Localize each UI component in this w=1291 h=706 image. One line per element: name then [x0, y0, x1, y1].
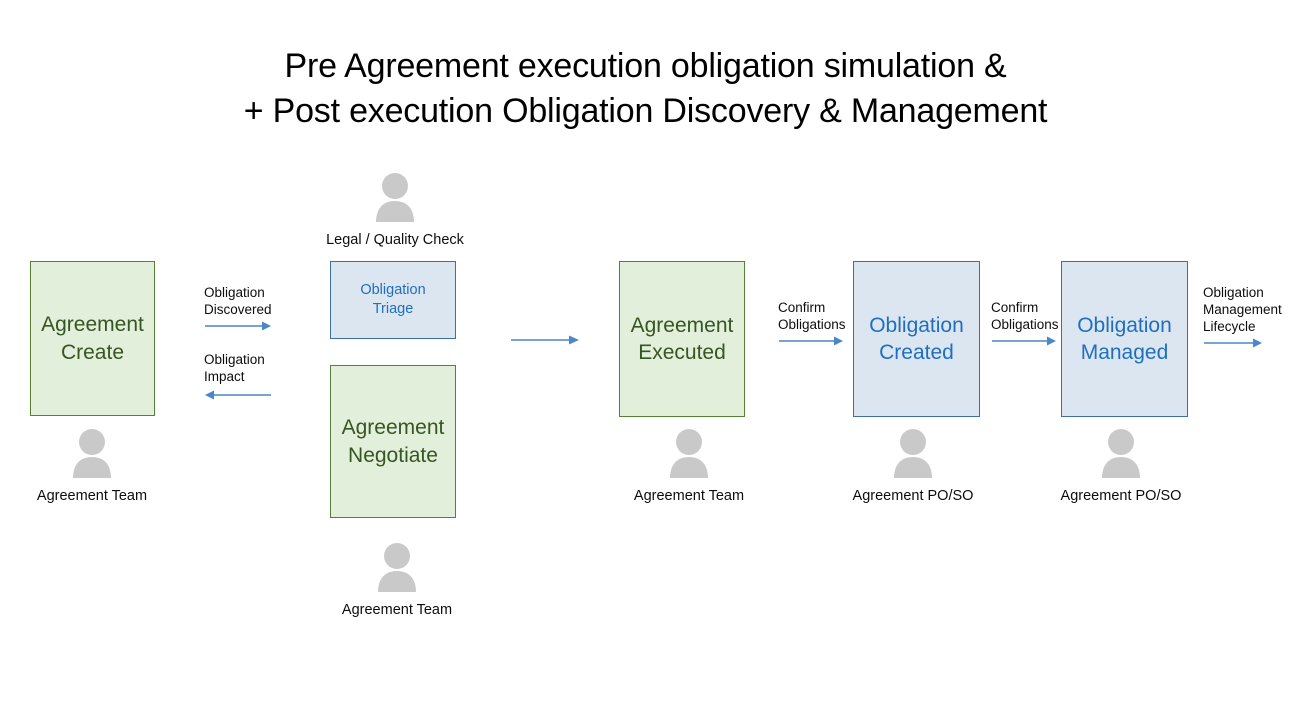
person-icon [376, 173, 414, 222]
arrow-right-icon [992, 336, 1056, 346]
page-title: Pre Agreement execution obligation simul… [0, 44, 1291, 134]
node-label-line-2: Managed [1080, 341, 1169, 364]
node-obligation-triage[interactable]: Obligation Triage [330, 261, 456, 339]
node-label-line-1: Agreement [630, 313, 734, 337]
connector-label-line-2: Impact [204, 369, 245, 384]
connector-label-line-1: Confirm [991, 300, 1039, 315]
connector-obligation-impact: Obligation Impact [204, 351, 304, 401]
page-title-line-2: + Post execution Obligation Discovery & … [243, 92, 1048, 130]
arrow-right-icon [779, 336, 843, 346]
actor-label: Legal / Quality Check [326, 232, 464, 248]
actor-agreement-team-negotiate: Agreement Team [327, 540, 467, 619]
node-label: Obligation Managed [1073, 312, 1176, 367]
connector-label-line-2: Management [1203, 302, 1282, 317]
actor-legal-quality-check: Legal / Quality Check [325, 170, 465, 249]
node-label-line-2: Executed [638, 341, 726, 364]
connector-label-line-3: Lifecycle [1203, 319, 1256, 334]
connector-label-line-2: Discovered [204, 302, 272, 317]
connector-obligation-management-lifecycle: Obligation Management Lifecycle [1203, 284, 1291, 349]
actor-label: Agreement Team [341, 602, 453, 618]
connector-obligation-discovered: Obligation Discovered [204, 284, 304, 332]
node-label-line-1: Obligation [360, 282, 426, 299]
page-title-line-1: Pre Agreement execution obligation simul… [284, 47, 1007, 85]
connector-label-line-1: Obligation [204, 352, 265, 367]
node-agreement-negotiate[interactable]: Agreement Negotiate [330, 365, 456, 518]
actor-agreement-team-create: Agreement Team [22, 426, 162, 505]
actor-label: Agreement PO/SO [852, 488, 974, 504]
connector-label-line-1: Obligation [204, 285, 265, 300]
node-label: Agreement Executed [627, 312, 738, 367]
actor-label: Agreement Team [36, 488, 148, 504]
connector-label-line-1: Obligation [1203, 285, 1264, 300]
node-label-line-2: Created [879, 341, 954, 364]
person-icon [378, 543, 416, 592]
node-label: Agreement Negotiate [338, 414, 449, 469]
actor-label: Agreement Team [633, 488, 745, 504]
arrow-right-icon [205, 321, 271, 331]
node-obligation-managed[interactable]: Obligation Managed [1061, 261, 1188, 417]
node-agreement-create[interactable]: Agreement Create [30, 261, 155, 416]
connector-label-line-2: Obligations [778, 317, 846, 332]
connector-label-line-2: Obligations [991, 317, 1059, 332]
actor-label: Agreement PO/SO [1060, 488, 1182, 504]
person-icon [670, 429, 708, 478]
person-icon [894, 429, 932, 478]
node-obligation-created[interactable]: Obligation Created [853, 261, 980, 417]
arrow-left-icon [205, 390, 271, 400]
node-label-line-1: Obligation [869, 313, 964, 337]
node-label: Obligation Created [865, 312, 968, 367]
connector-confirm-obligations-2: Confirm Obligations [991, 299, 1069, 347]
node-label-line-1: Agreement [41, 313, 144, 337]
node-label-line-2: Negotiate [348, 443, 438, 467]
node-label-line-2: Create [60, 340, 124, 364]
actor-agreement-poso-created: Agreement PO/SO [843, 426, 983, 505]
actor-agreement-poso-managed: Agreement PO/SO [1051, 426, 1191, 505]
node-label: Obligation Triage [356, 281, 429, 319]
node-label-line-1: Obligation [1077, 313, 1172, 337]
node-agreement-executed[interactable]: Agreement Executed [619, 261, 745, 417]
connector-label-line-1: Confirm [778, 300, 826, 315]
person-icon [1102, 429, 1140, 478]
arrow-right-icon [1204, 338, 1262, 348]
actor-agreement-team-executed: Agreement Team [619, 426, 759, 505]
node-label: Agreement Create [37, 311, 148, 366]
connector-confirm-obligations-1: Confirm Obligations [778, 299, 856, 347]
connector-negotiate-to-executed [511, 335, 579, 345]
person-icon [73, 429, 111, 478]
node-label-line-2: Triage [372, 301, 414, 317]
node-label-line-1: Agreement [341, 416, 445, 440]
